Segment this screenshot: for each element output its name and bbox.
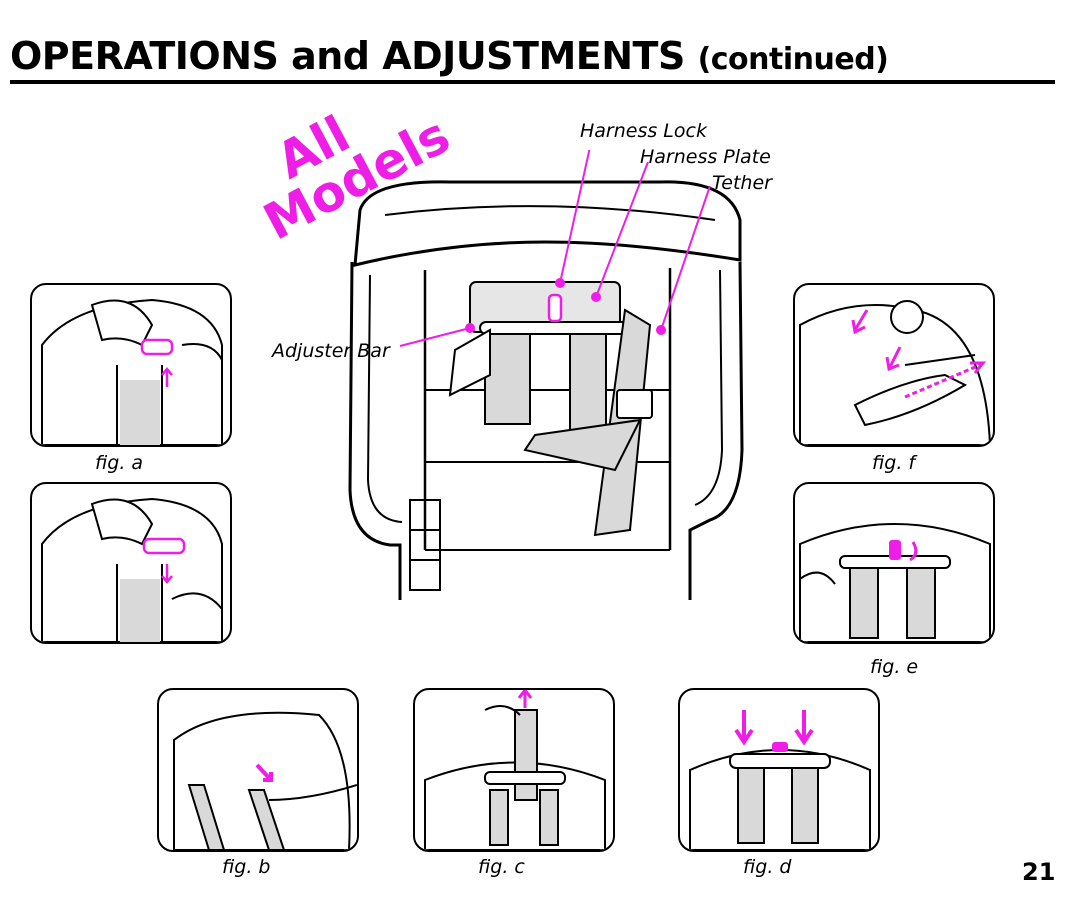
figure-d-panel: [678, 688, 880, 852]
title-suffix: (continued): [697, 42, 889, 77]
caption-fig-c: fig. c: [478, 856, 525, 878]
caption-fig-b: fig. b: [222, 856, 271, 878]
caption-fig-d: fig. d: [743, 856, 792, 878]
figure-c-drawing: [424, 690, 606, 850]
page-number: 21: [1022, 858, 1056, 886]
label-adjuster-bar: Adjuster Bar: [272, 340, 390, 362]
label-tether: Tether: [712, 172, 772, 194]
figure-e-drawing: [799, 523, 991, 642]
figure-b-drawing: [173, 711, 357, 850]
figure-d-drawing: [689, 710, 871, 850]
figure-a-second-drawing: [41, 497, 223, 642]
figure-a-panel: [30, 283, 232, 447]
title-rule: [10, 80, 1055, 84]
label-harness-lock: Harness Lock: [580, 120, 707, 142]
title-main: OPERATIONS and ADJUSTMENTS: [10, 34, 685, 78]
figure-e-panel: [793, 482, 995, 644]
caption-fig-e: fig. e: [870, 656, 919, 678]
figure-a-second-panel: [30, 482, 232, 644]
caption-fig-a: fig. a: [95, 452, 144, 474]
label-harness-plate: Harness Plate: [640, 146, 771, 168]
figure-c-panel: [413, 688, 615, 852]
figure-f-drawing: [799, 300, 992, 445]
figure-b-panel: [157, 688, 359, 852]
figure-a-drawing: [41, 298, 223, 445]
page-title: OPERATIONS and ADJUSTMENTS (continued): [10, 34, 889, 78]
caption-fig-f: fig. f: [872, 452, 916, 474]
figure-f-panel: [793, 283, 995, 447]
seat-back-drawing: [348, 137, 744, 600]
seat-back-illustration: [330, 137, 760, 600]
